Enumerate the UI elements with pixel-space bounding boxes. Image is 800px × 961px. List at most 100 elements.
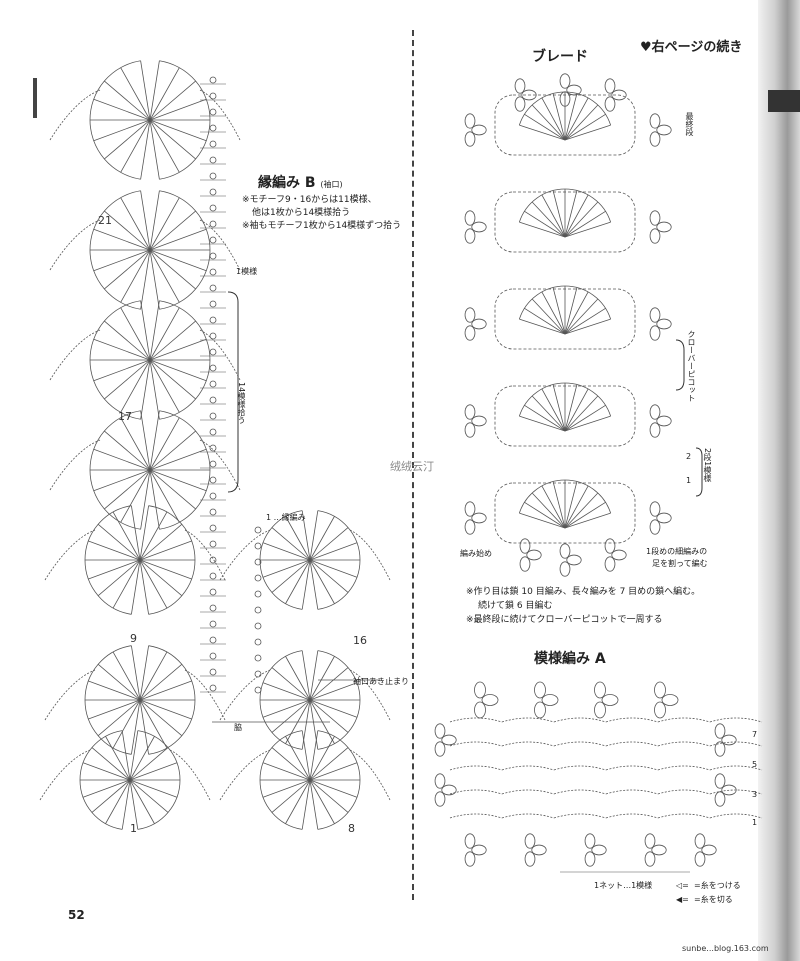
clover-picot [566, 554, 582, 566]
stitch-mark [131, 559, 141, 615]
stitch-mark [564, 318, 611, 335]
clover-picot [464, 210, 476, 226]
clover-picot [604, 556, 616, 572]
clover-picot [594, 681, 606, 699]
picot [209, 572, 217, 580]
stitch-mark [93, 448, 151, 471]
picot [254, 558, 262, 566]
clover-picot [654, 701, 666, 719]
stitch-mark [271, 559, 311, 593]
clover-picot [559, 73, 571, 89]
stitch-mark [301, 730, 311, 781]
stitch-mark [129, 779, 155, 824]
row-marker: 1 [752, 818, 758, 827]
clover-picot [651, 844, 667, 856]
stitch-mark [262, 762, 311, 781]
picot [209, 492, 217, 500]
clover-picot [656, 318, 672, 330]
clover-picot [434, 791, 446, 807]
clover-picot [584, 851, 596, 867]
picot [254, 670, 262, 678]
shell-arc [84, 505, 132, 615]
stitch-mark [149, 210, 196, 251]
picot [254, 638, 262, 646]
clover-picot [524, 851, 536, 867]
clover-picot [514, 96, 526, 112]
stitch-mark [309, 650, 319, 701]
clover-picot [566, 84, 582, 96]
chain-arc [605, 741, 659, 747]
stitch-mark [121, 730, 131, 781]
stitch-mark [564, 501, 606, 529]
stitch-mark [104, 320, 151, 361]
stitch-mark [139, 559, 183, 597]
stitch-mark [120, 67, 151, 121]
legend-cut: ◀= =糸を切る [676, 894, 733, 905]
stitch-mark [129, 779, 178, 798]
clover-picot [471, 318, 487, 330]
bracket [227, 291, 239, 493]
stitch-mark [564, 104, 599, 141]
stitch-mark [149, 119, 160, 180]
stitch-mark [301, 779, 311, 830]
clover-picot [519, 556, 531, 572]
chain-arc [49, 439, 101, 491]
stitch-mark [149, 410, 160, 471]
stitch-mark [139, 699, 183, 737]
clover-picot [656, 415, 672, 427]
stitch-mark [564, 190, 578, 238]
stitch-mark [97, 559, 141, 597]
cut-arrow-icon: ◀= [676, 895, 689, 904]
stitch-mark [531, 298, 566, 335]
clover-picot [694, 833, 706, 849]
stitch-mark [271, 747, 311, 781]
stitch-mark [541, 291, 566, 335]
clover-picot [464, 113, 476, 129]
braid-note-2: 続けて鎖 6 目編む [478, 601, 553, 611]
chain-arc [553, 789, 607, 795]
chain-arc [605, 789, 659, 795]
stitch-mark [149, 338, 207, 361]
column-divider [412, 30, 414, 900]
stitch-mark [149, 359, 196, 400]
picot [209, 684, 217, 692]
clover-picot [649, 307, 661, 323]
stitch-mark [88, 540, 141, 561]
clover-picot [541, 694, 559, 706]
clover-picot [464, 501, 476, 517]
stitch-mark [104, 430, 151, 471]
stitch-mark [564, 291, 589, 335]
label-row-1: 1 …縁編み [266, 513, 306, 522]
stitch-mark [552, 481, 566, 529]
stitch-mark [149, 417, 180, 471]
chain-arc [709, 765, 763, 771]
shell-arc [89, 300, 141, 420]
picot [254, 590, 262, 598]
label-sleeve-end: 袖口あき止まり [353, 677, 409, 686]
row-marker: 3 [752, 790, 758, 799]
stitch-mark [271, 699, 311, 733]
stitch-mark [301, 510, 311, 561]
legend-cut-text: =糸を切る [694, 895, 733, 904]
stitch-mark [309, 779, 358, 798]
clover-picot [464, 833, 476, 849]
stitch-mark [285, 559, 311, 604]
clover-picot [649, 404, 661, 420]
stitch-mark [564, 307, 606, 335]
picot [209, 636, 217, 644]
shell-arc [148, 505, 196, 615]
stitch-mark [564, 395, 599, 432]
chain-arc [501, 741, 555, 747]
picot [209, 540, 217, 548]
stitch-mark [309, 559, 349, 593]
edging-b-title: 縁編み B (袖口) [258, 172, 343, 192]
picot [209, 220, 217, 228]
stitch-mark [524, 307, 566, 335]
clover-picot [656, 124, 672, 136]
chain-arc [657, 741, 711, 747]
stitch-mark [524, 404, 566, 432]
clover-picot [604, 538, 616, 554]
clover-picot [644, 851, 656, 867]
legend-join: ◁==糸をつける [676, 880, 741, 891]
picot [209, 284, 217, 292]
